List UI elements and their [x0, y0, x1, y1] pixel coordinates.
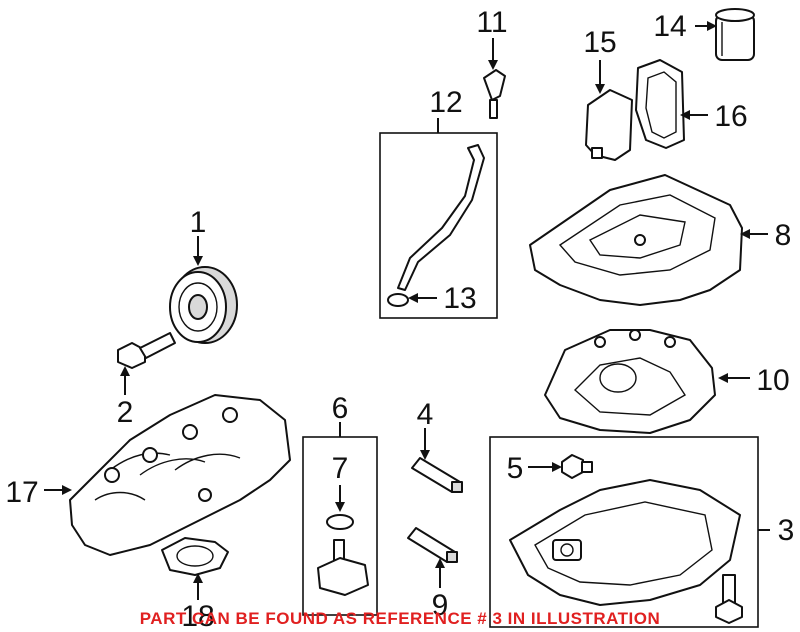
- callout-4: 4: [417, 398, 434, 431]
- filter-housing-part: [585, 89, 633, 161]
- cover-plate-part: [544, 329, 716, 434]
- lower-oil-pan-part: [509, 479, 743, 624]
- callout-10: 10: [756, 364, 789, 397]
- callout-6: 6: [332, 392, 349, 425]
- seal-part: [387, 293, 409, 307]
- reference-note: PART CAN BE FOUND AS REFERENCE # 3 IN IL…: [140, 609, 661, 628]
- callout-13: 13: [443, 282, 476, 315]
- sealant-tube-part-2: [407, 527, 458, 563]
- callout-2: 2: [117, 396, 134, 429]
- callout-18: 18: [181, 600, 214, 632]
- gasket-part: [161, 537, 229, 576]
- o-ring-part: [326, 514, 354, 530]
- callout-14: 14: [653, 10, 686, 43]
- callout-7: 7: [332, 452, 349, 485]
- sealant-tube-part: [411, 457, 463, 493]
- bolt-part: [117, 332, 176, 369]
- callout-5: 5: [507, 452, 524, 485]
- callout-3: 3: [778, 514, 795, 547]
- callout-12: 12: [429, 86, 462, 119]
- group-box-3: [489, 436, 759, 628]
- callout-9: 9: [432, 589, 449, 622]
- callout-1: 1: [190, 206, 207, 239]
- oil-level-sensor-part: [317, 539, 369, 596]
- callout-8: 8: [775, 219, 792, 252]
- callout-15: 15: [583, 26, 616, 59]
- pulley-part: [169, 266, 238, 344]
- callout-17: 17: [5, 476, 38, 509]
- drain-plug-part: [561, 454, 593, 479]
- intake-manifold-part: [69, 394, 291, 556]
- dipstick-tube-part: [397, 144, 485, 291]
- callout-11: 11: [476, 6, 507, 39]
- dipstick-cap-part: [483, 69, 506, 119]
- callout-16: 16: [714, 100, 747, 133]
- upper-oil-pan-part: [529, 174, 743, 306]
- oil-filter-part: [715, 8, 755, 61]
